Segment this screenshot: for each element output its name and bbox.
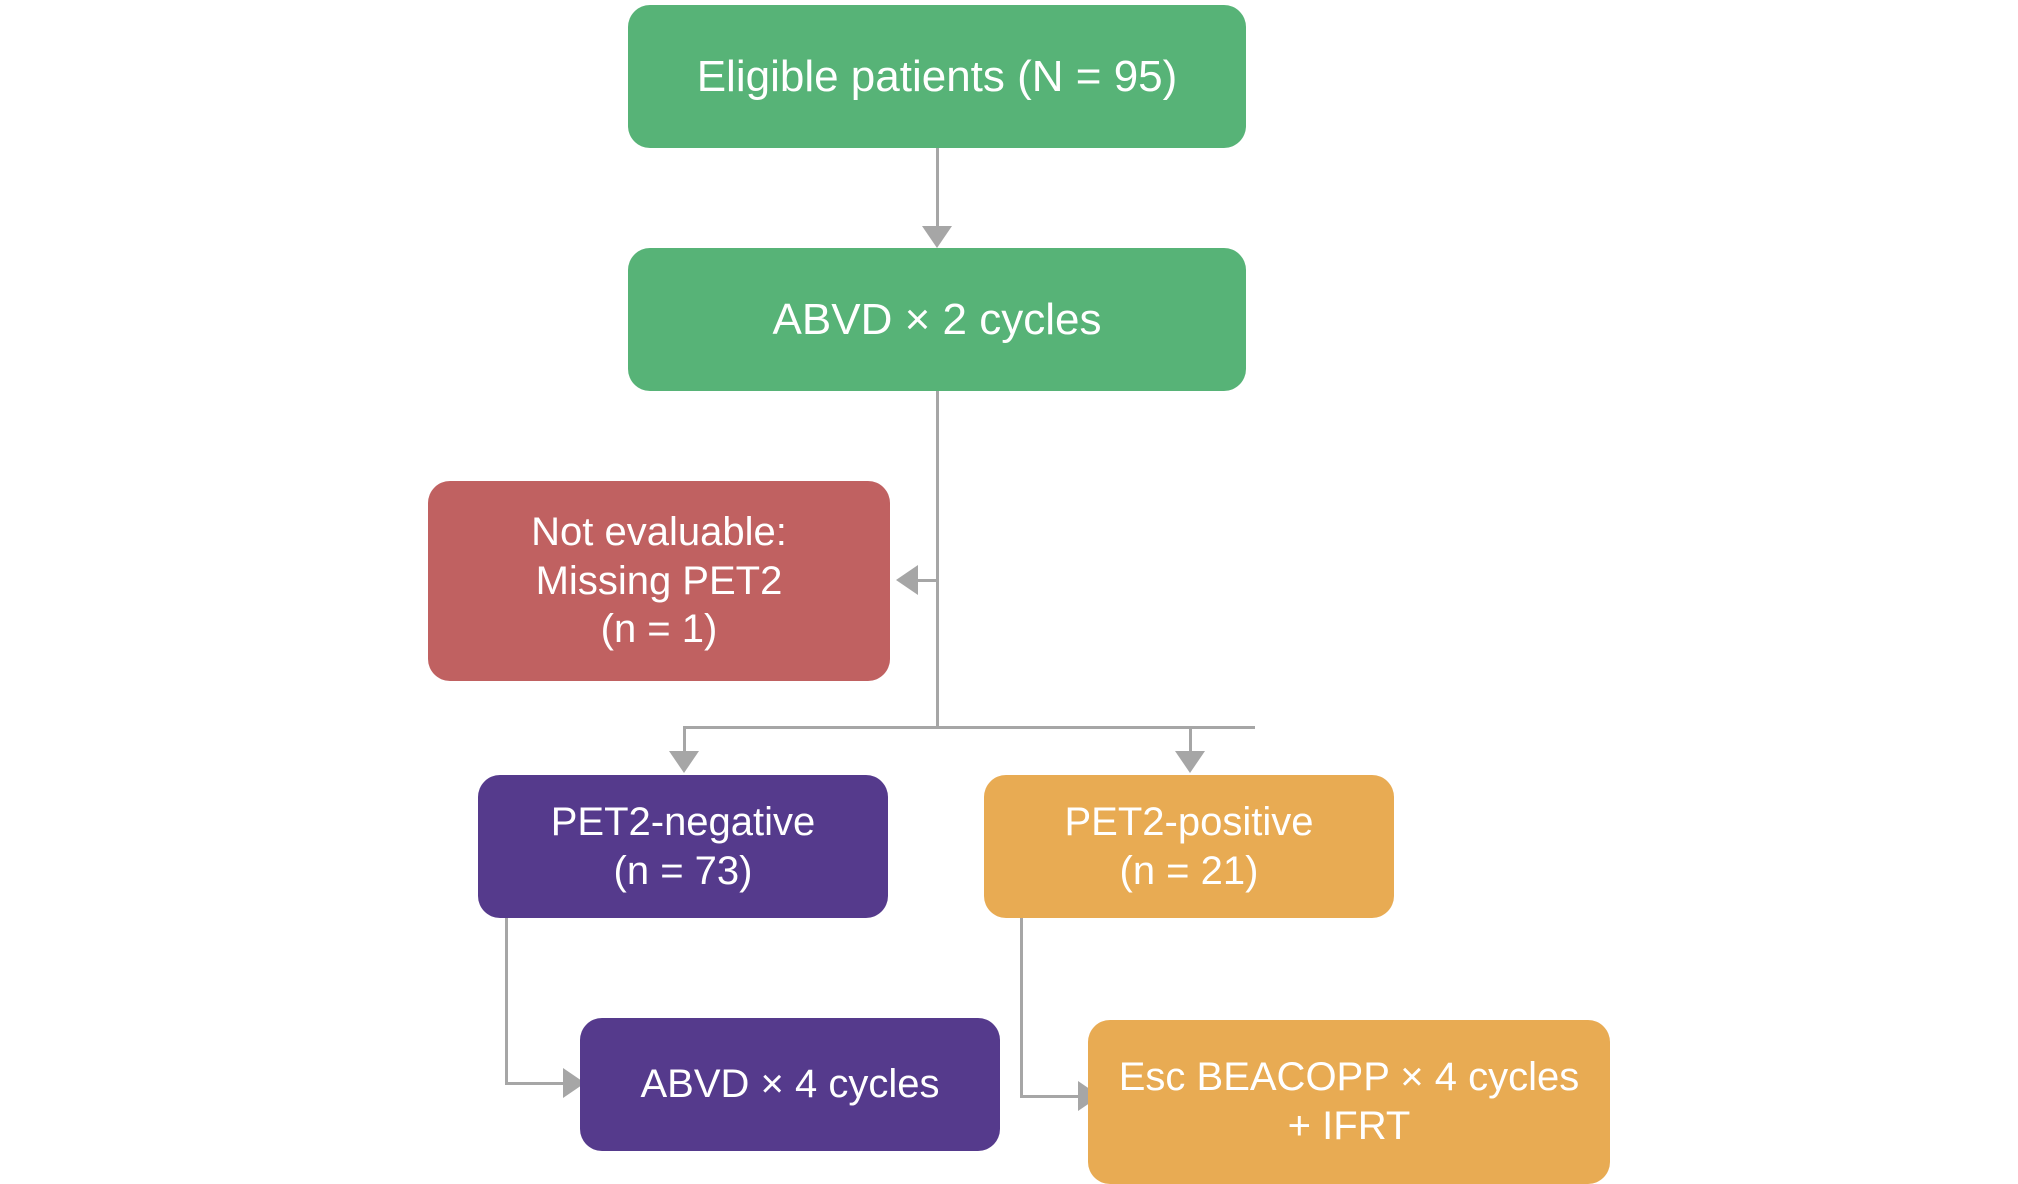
edge-split-to-pet2positive-arrowhead [1175, 751, 1205, 773]
edge-pet2negative-to-abvd4-arrowhead [563, 1068, 585, 1098]
node-esc-beacopp-4-cycles-ifrt[interactable]: Esc BEACOPP × 4 cycles + IFRT [1088, 1020, 1610, 1184]
edge-eligible-to-abvd2-arrowhead [922, 226, 952, 248]
edge-pet2positive-to-beacopp-hline [1020, 1095, 1080, 1098]
edge-eligible-to-abvd2-line [936, 148, 939, 228]
edge-abvd2-to-notevaluable-line [918, 579, 938, 582]
edge-pet2negative-to-abvd4-hline [505, 1082, 565, 1085]
node-not-evaluable-missing-pet2[interactable]: Not evaluable: Missing PET2 (n = 1) [428, 481, 890, 681]
node-abvd-2-cycles[interactable]: ABVD × 2 cycles [628, 248, 1246, 391]
node-abvd-4-cycles[interactable]: ABVD × 4 cycles [580, 1018, 1000, 1151]
node-eligible-patients[interactable]: Eligible patients (N = 95) [628, 5, 1246, 148]
edge-pet2-split-bar [683, 726, 1255, 729]
edge-abvd2-to-notevaluable-arrowhead [896, 565, 918, 595]
edge-pet2positive-to-beacopp-vline [1020, 918, 1023, 1098]
edge-split-to-pet2positive-line [1189, 726, 1192, 753]
node-pet2-positive[interactable]: PET2-positive (n = 21) [984, 775, 1394, 918]
edge-abvd2-trunk-line [936, 391, 939, 729]
edge-split-to-pet2negative-arrowhead [669, 751, 699, 773]
node-pet2-negative[interactable]: PET2-negative (n = 73) [478, 775, 888, 918]
edge-split-to-pet2negative-line [683, 726, 686, 753]
edge-pet2negative-to-abvd4-vline [505, 918, 508, 1085]
